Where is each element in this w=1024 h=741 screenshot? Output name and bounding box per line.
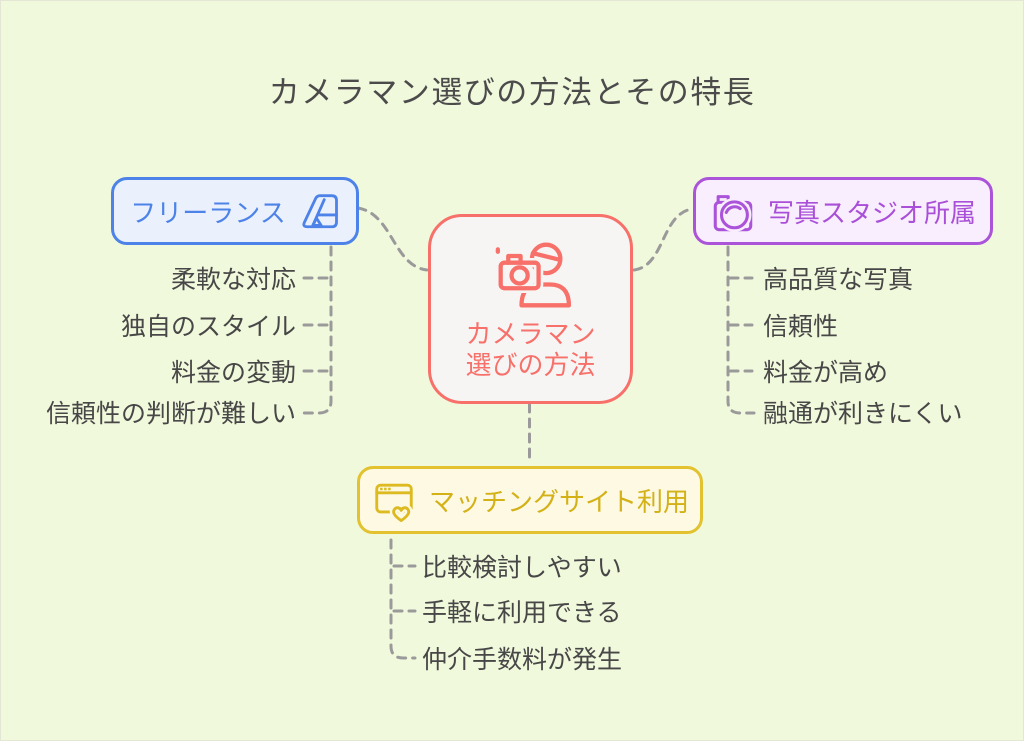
matching-list-line [389, 538, 417, 660]
camera-icon [713, 195, 753, 232]
freelance-item-3: 料金の変動 [170, 359, 296, 387]
matching-item-1: 比較検討しやすい [422, 554, 622, 582]
center-node: カメラマン 選びの方法 [428, 214, 633, 404]
center-node-label: カメラマン 選びの方法 [465, 319, 595, 381]
center-label-line2: 選びの方法 [465, 350, 596, 380]
freelance-item-4: 信頼性の判断が難しい [45, 400, 296, 428]
branch-label-freelance: フリーランス [130, 197, 286, 228]
freelance-item-1: 柔軟な対応 [170, 266, 296, 294]
center-label-line1: カメラマン [465, 319, 596, 349]
studio-item-4: 融通が利きにくい [763, 400, 963, 428]
studio-item-3: 料金が高め [763, 359, 889, 387]
connector-freelance-to-center [356, 206, 429, 272]
photographer-icon [495, 242, 574, 311]
studio-list-line [726, 245, 756, 415]
freelance-item-2: 独自のスタイル [120, 313, 296, 341]
branch-label-matching: マッチングサイト利用 [428, 486, 689, 517]
matching-item-3: 仲介手数料が発生 [422, 646, 623, 674]
matching-item-2: 手軽に利用できる [422, 599, 622, 627]
browser-heart-icon [375, 483, 413, 523]
branch-node-freelance: フリーランス [111, 177, 359, 245]
branch-node-studio: 写真スタジオ所属 [693, 177, 993, 245]
freelance-list-line [301, 245, 333, 415]
branch-node-matching: マッチングサイト利用 [357, 466, 703, 534]
connector-center-to-studio [632, 207, 694, 272]
diagram-title: カメラマン選びの方法とその特長 [268, 75, 756, 110]
branch-label-studio: 写真スタジオ所属 [767, 197, 976, 228]
studio-item-1: 高品質な写真 [763, 266, 914, 294]
studio-item-2: 信頼性 [763, 313, 839, 341]
design-tool-icon [302, 194, 338, 229]
